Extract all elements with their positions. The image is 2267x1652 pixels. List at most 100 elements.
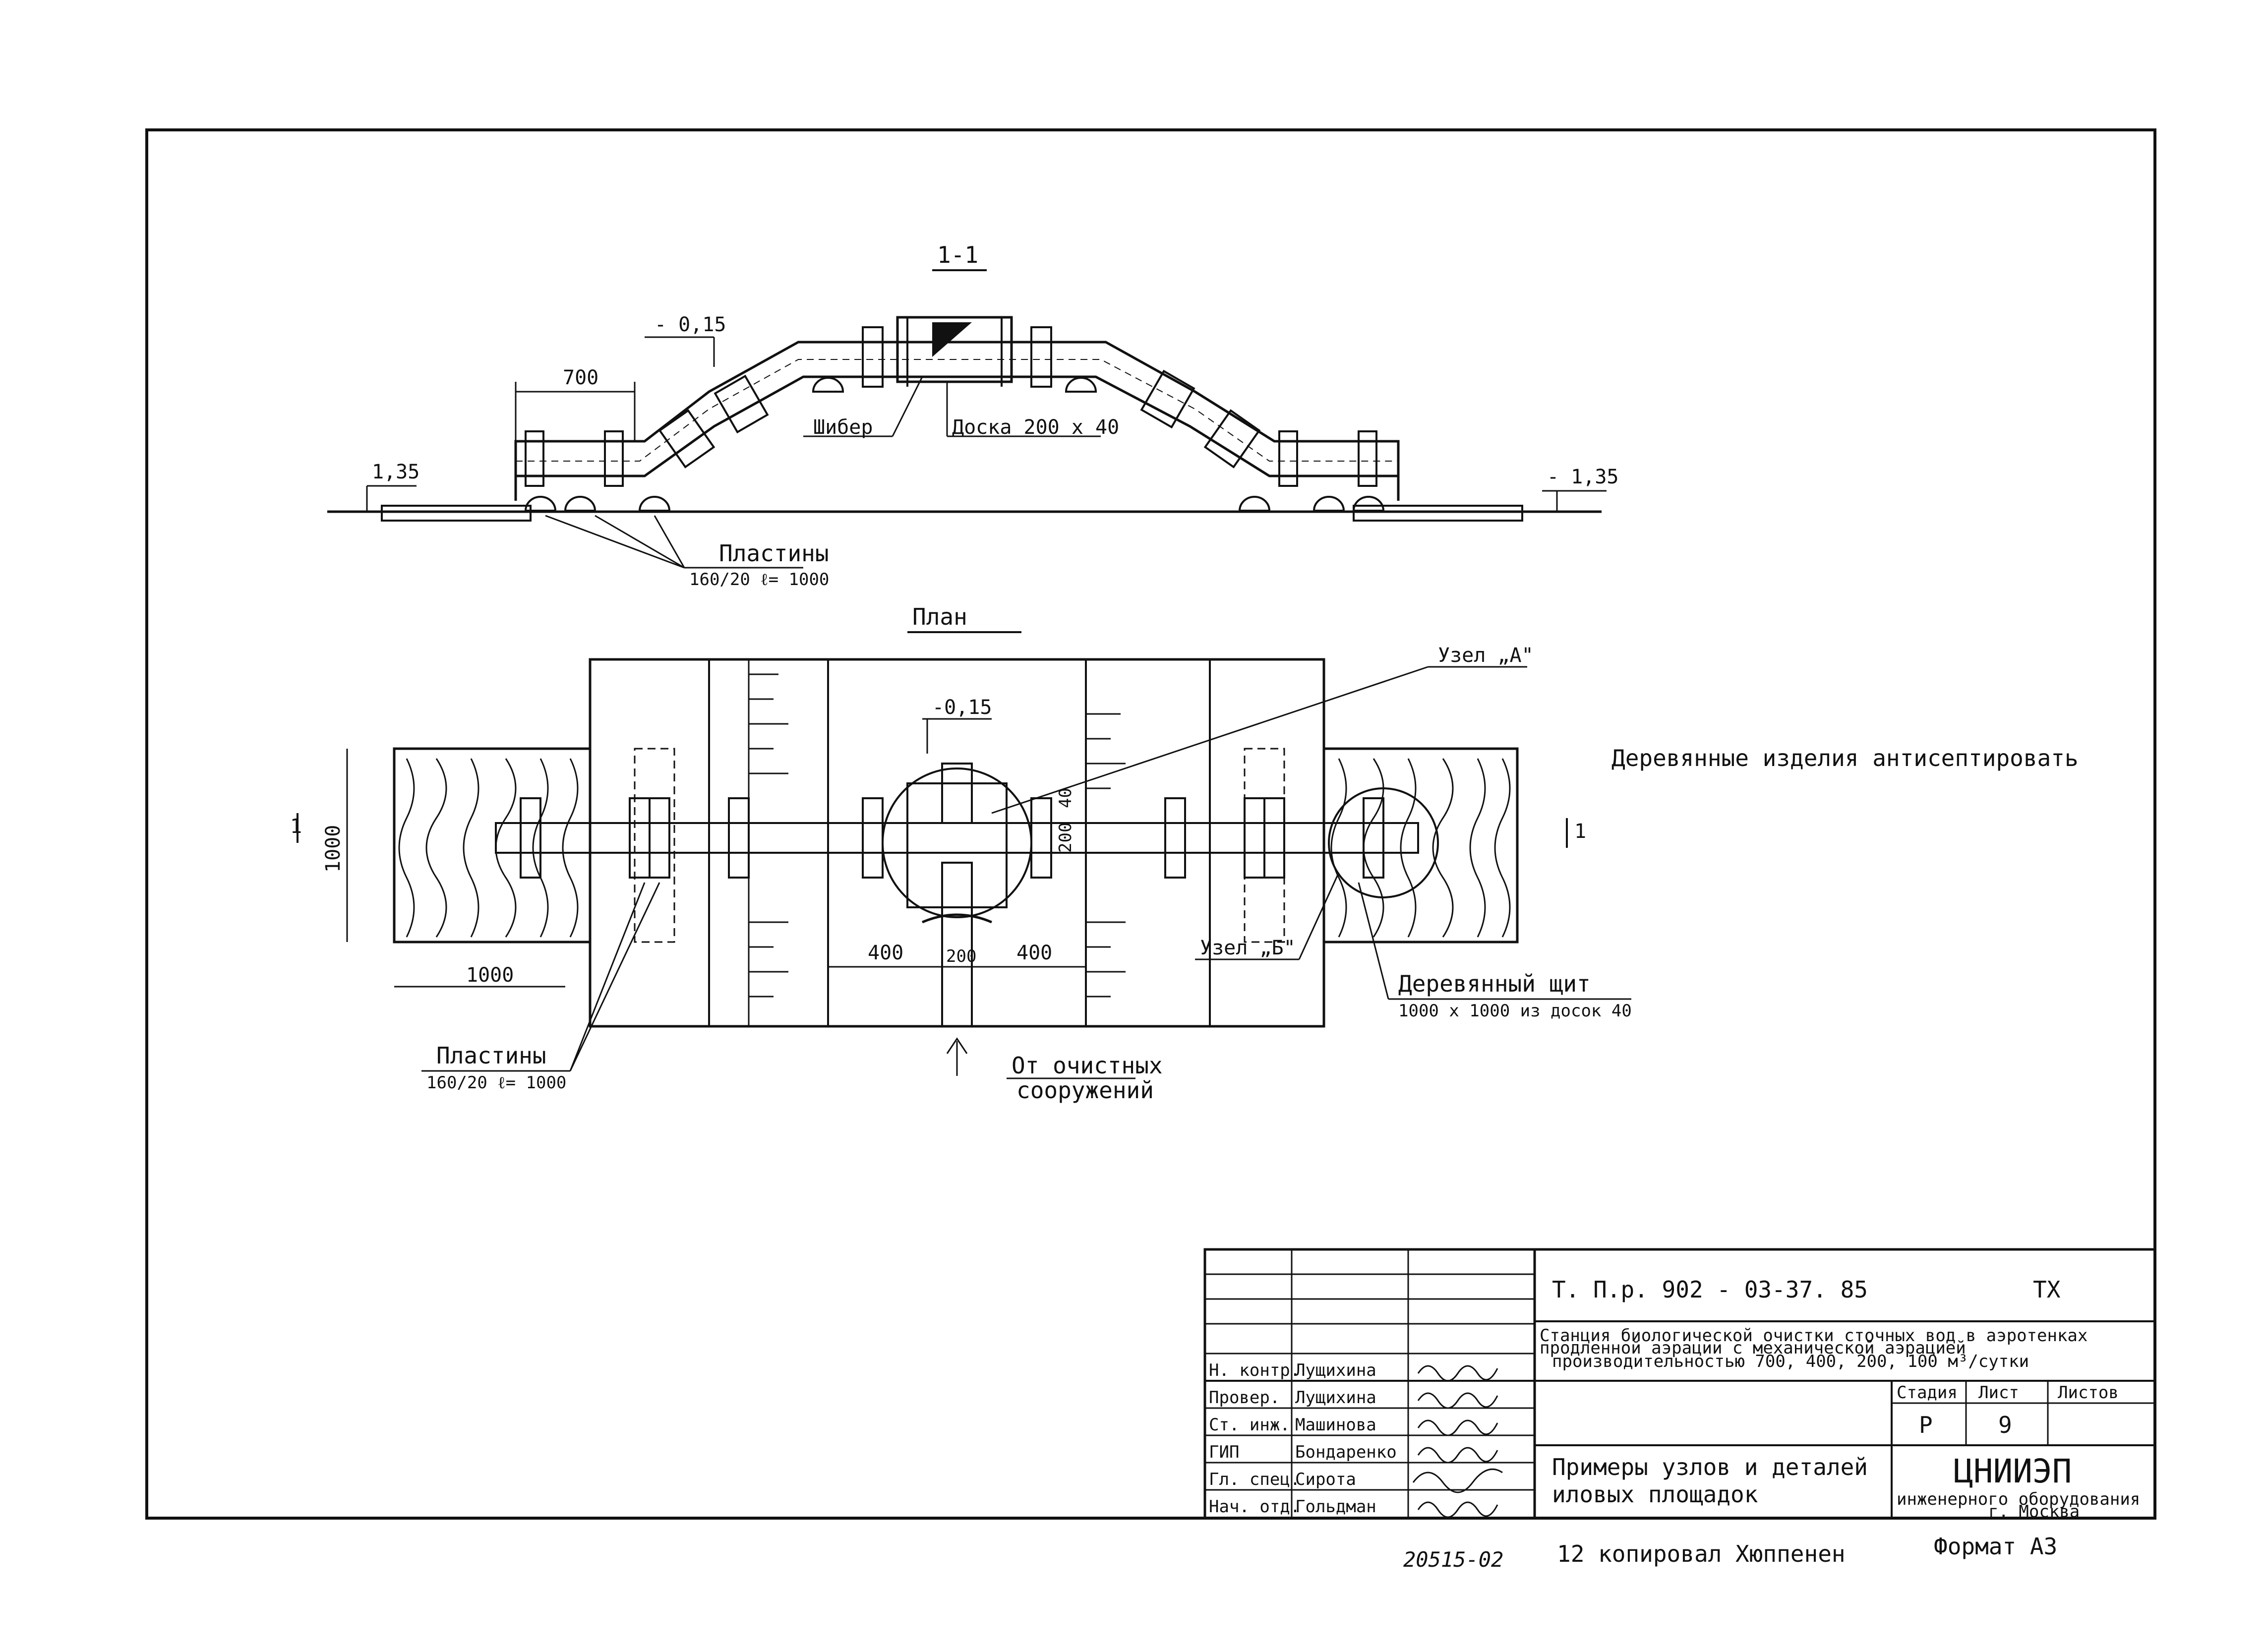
support: [638, 496, 671, 512]
staff-name: Гольдман: [1295, 1497, 1376, 1517]
node-b-circle: [1328, 787, 1439, 898]
ground-slab-right: [1353, 505, 1523, 522]
inlet-pipe: [941, 862, 973, 1027]
dim-200v-text: 200: [1056, 823, 1075, 853]
description-1: Станция биологической очистки сточных во…: [1540, 1326, 2088, 1346]
plan-clamp: [1164, 797, 1186, 879]
staff-role: Ст. инж.: [1209, 1415, 1290, 1435]
gate-label: Шибер: [813, 416, 873, 439]
wood-shield-leader: [1358, 882, 1389, 1000]
dim-1000-text: 1000: [466, 964, 514, 987]
dim-200-text: 200: [946, 946, 976, 966]
bridge-centre-line: [516, 359, 1398, 462]
plate-dashed: [634, 748, 675, 943]
bridge-profile-inner: [516, 375, 1398, 477]
from-label-1: От очистных: [1012, 1052, 1163, 1079]
wooden-shield-left: [393, 747, 592, 944]
wood-shield-label: Деревянный щит: [1398, 970, 1591, 997]
sheet-value: 9: [1998, 1412, 2012, 1438]
bridge-profile-outer: [514, 341, 1400, 501]
cut-mark-right: 1: [1574, 820, 1586, 843]
signatures: [1412, 1365, 1503, 1518]
board-label: Доска 200 x 40: [952, 416, 1119, 439]
level-right-text: - 1,35: [1547, 466, 1619, 488]
wood-grain-left: [398, 758, 579, 938]
staff-role: Н. контр.: [1209, 1360, 1300, 1380]
dim-400-left: 400: [868, 942, 903, 964]
plan-title: План: [912, 603, 967, 630]
from-label-2: сооружений: [1016, 1077, 1154, 1104]
plan-clamp: [629, 797, 651, 879]
plan-gate-stem: [941, 763, 973, 824]
clamp: [1140, 369, 1195, 429]
ground-slab-left: [381, 505, 532, 522]
org-sub: инженерного оборудования: [1897, 1489, 2140, 1509]
clamp: [862, 326, 884, 388]
wooden-shield-right: [1322, 747, 1519, 944]
antiseptic-note: Деревянные изделия антисептировать: [1611, 745, 2079, 771]
drawing-frame: [145, 128, 2156, 1520]
node-a-leader: [991, 666, 1429, 814]
gate-leaf: [932, 322, 972, 357]
plan-level-text: -0,15: [932, 696, 992, 719]
support: [812, 377, 844, 393]
staff-name: Бондаренко: [1295, 1442, 1397, 1462]
section-1-1: 1-1: [327, 241, 1619, 590]
copied-by: 12 копировал Хюппенен: [1557, 1540, 1846, 1567]
clamp: [1358, 430, 1377, 487]
node-a-circle: [882, 767, 1032, 918]
plan-plates-leader: [569, 882, 646, 1071]
plan-clamp: [1263, 797, 1285, 879]
support: [1238, 496, 1271, 512]
plan-plates-leader: [569, 882, 660, 1071]
node-a-label: Узел „А": [1438, 644, 1534, 667]
dim-400-right: 400: [1016, 942, 1052, 964]
drawing-title-2: иловых площадок: [1552, 1481, 1758, 1508]
plan-clamp: [1244, 797, 1265, 879]
clamp: [525, 430, 544, 487]
doc-code: Т. П.р. 902 - 03-37. 85: [1552, 1276, 1868, 1303]
section-plates-leader: [595, 515, 685, 569]
sheet-format: Формат А3: [1934, 1533, 2057, 1560]
support: [1352, 496, 1385, 512]
plan-clamp: [862, 797, 884, 879]
doc-mark: ТХ: [2033, 1276, 2061, 1303]
flow-arrow-head: [946, 1037, 968, 1054]
gate-handle: [922, 913, 992, 924]
dim-1000v-text: 1000: [322, 825, 345, 873]
staff-name: Сирота: [1295, 1470, 1356, 1489]
wood-shield-spec: 1000 x 1000 из досок 40: [1398, 1001, 1632, 1021]
section-plates-spec: 160/20 ℓ= 1000: [689, 570, 829, 590]
plan-gate: [906, 782, 1008, 908]
plan-clamp: [520, 797, 541, 879]
title-block-frame: [1203, 1248, 2156, 1520]
description-2: продленной аэрации с механической аэраци…: [1540, 1338, 1966, 1358]
clamp: [658, 409, 716, 469]
support: [1065, 377, 1097, 393]
support: [564, 496, 597, 512]
level-left-text: 1,35: [372, 461, 419, 483]
clamp: [1030, 326, 1052, 388]
drawing-title-1: Примеры узлов и деталей: [1552, 1454, 1868, 1480]
plan-clamp: [649, 797, 670, 879]
cut-mark-left: 1: [290, 815, 302, 838]
staff-role: Провер.: [1209, 1388, 1280, 1408]
staff-name: Машинова: [1295, 1415, 1376, 1435]
comb-left: [748, 659, 788, 1026]
clamp: [604, 430, 624, 487]
staff-name: Лущихина: [1295, 1388, 1376, 1408]
plan-clamp: [1363, 797, 1384, 879]
org-name: ЦНИИЭП: [1954, 1452, 2072, 1490]
wood-grain-right: [1330, 758, 1511, 938]
clamp: [714, 374, 769, 434]
gate-frame: [896, 316, 1013, 383]
clamp: [1278, 430, 1298, 487]
dim-700-text: 700: [563, 366, 598, 389]
staff-name: Лущихина: [1295, 1360, 1376, 1380]
plan-view: План: [290, 603, 1632, 1104]
section-plates-leader: [545, 515, 685, 569]
stage-value: Р: [1919, 1412, 1933, 1438]
plan-plates-spec: 160/20 ℓ= 1000: [426, 1073, 566, 1093]
